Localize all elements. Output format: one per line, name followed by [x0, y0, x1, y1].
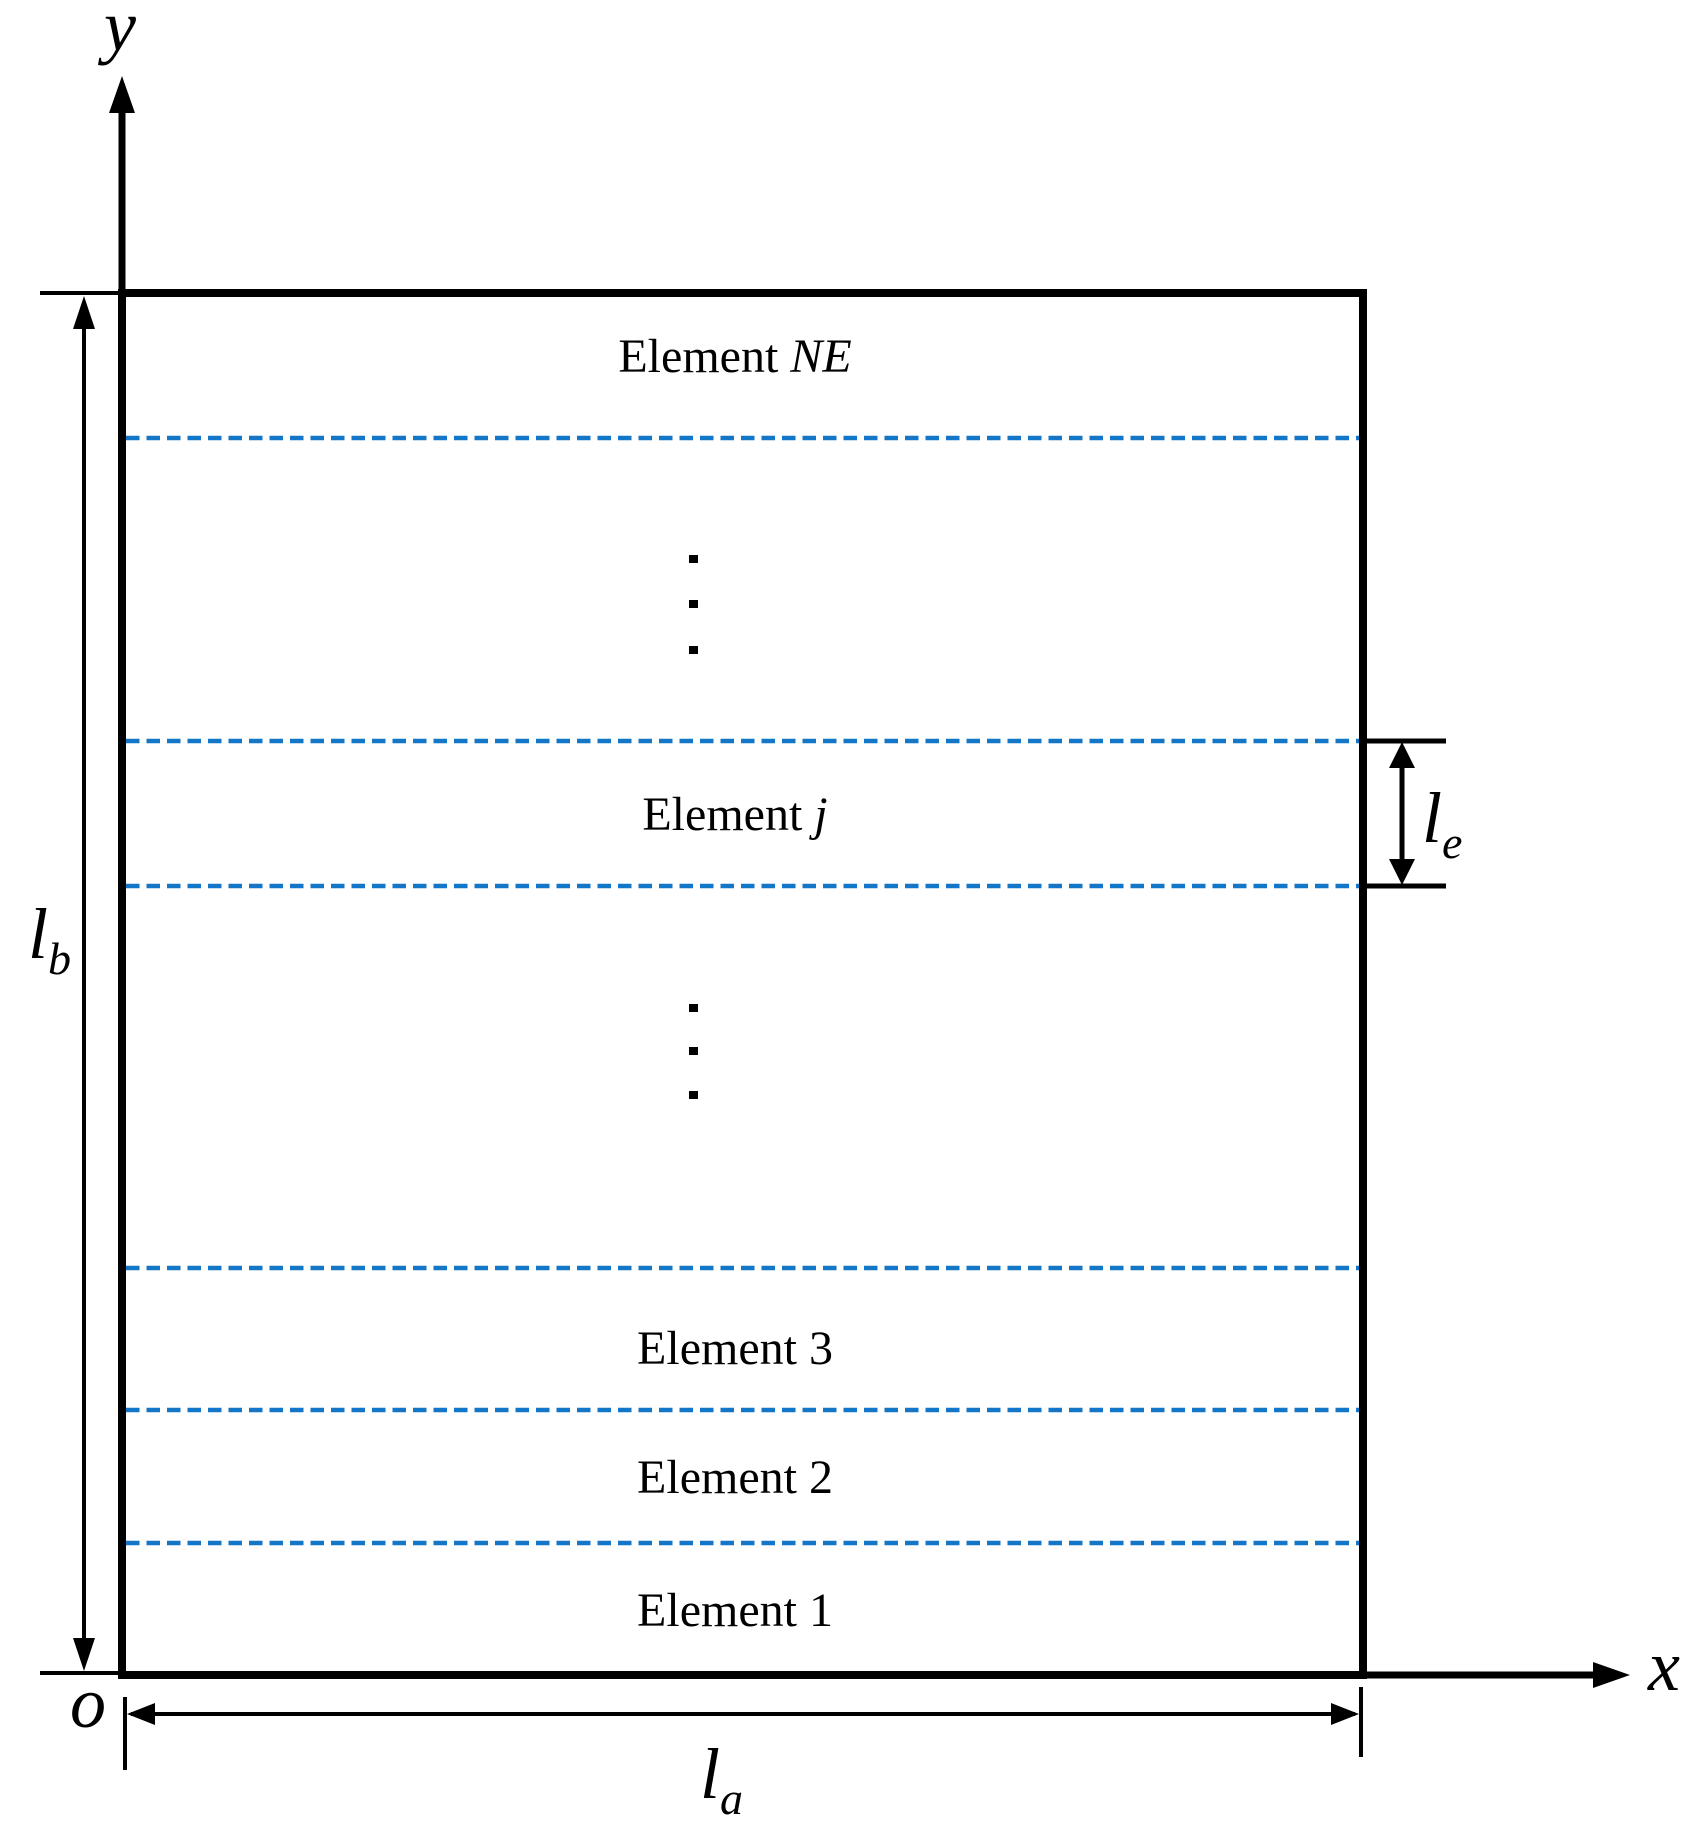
dim-label-la: la	[700, 1734, 743, 1822]
element-label-prefix: Element	[637, 1322, 798, 1375]
ellipsis-dot	[689, 600, 698, 608]
element-label-prefix: Element	[642, 788, 803, 841]
ellipsis-dot	[689, 1004, 698, 1012]
ellipsis-dot	[689, 555, 698, 563]
element-label-index: 2	[809, 1451, 833, 1504]
lb-dimension	[40, 291, 118, 1675]
la-arrowhead-right	[1331, 1703, 1359, 1725]
dim-subscript: e	[1442, 817, 1462, 868]
element-label-index: 3	[809, 1322, 833, 1375]
dim-symbol: l	[1422, 778, 1442, 858]
le-arrowhead-bottom	[1389, 859, 1415, 885]
dim-label-lb: lb	[28, 894, 71, 984]
lb-arrowhead-top	[73, 296, 95, 329]
element-label-index: NE	[789, 330, 851, 383]
ellipsis-dot	[689, 1047, 698, 1055]
dim-label-le: le	[1422, 778, 1462, 868]
la-arrowhead-left	[127, 1703, 155, 1725]
la-dimension	[123, 1687, 1363, 1770]
y-axis-arrowhead	[109, 76, 135, 113]
dim-subscript: b	[48, 933, 71, 984]
ellipsis-dots-upper	[689, 555, 698, 654]
lb-arrowhead-bottom	[73, 1638, 95, 1671]
origin-label: o	[70, 1663, 106, 1743]
le-dimension	[1363, 738, 1446, 889]
ellipsis-dot	[689, 646, 698, 654]
element-label-prefix: Element	[637, 1584, 798, 1637]
y-axis-label: y	[97, 0, 136, 66]
element-label-prefix: Element	[618, 330, 779, 383]
dim-subscript: a	[720, 1773, 743, 1822]
ellipsis-dot	[689, 1091, 698, 1099]
x-axis-arrowhead	[1593, 1662, 1630, 1688]
ellipsis-dots-lower	[689, 1004, 698, 1099]
le-arrowhead-top	[1389, 742, 1415, 768]
element-label-index: 1	[809, 1584, 833, 1637]
dim-symbol: l	[700, 1734, 720, 1814]
dim-symbol: l	[28, 894, 48, 974]
element-label-index: j	[808, 788, 827, 841]
element-dividers	[126, 435, 1359, 1546]
element-label-prefix: Element	[637, 1451, 798, 1504]
x-axis-label: x	[1647, 1626, 1680, 1706]
